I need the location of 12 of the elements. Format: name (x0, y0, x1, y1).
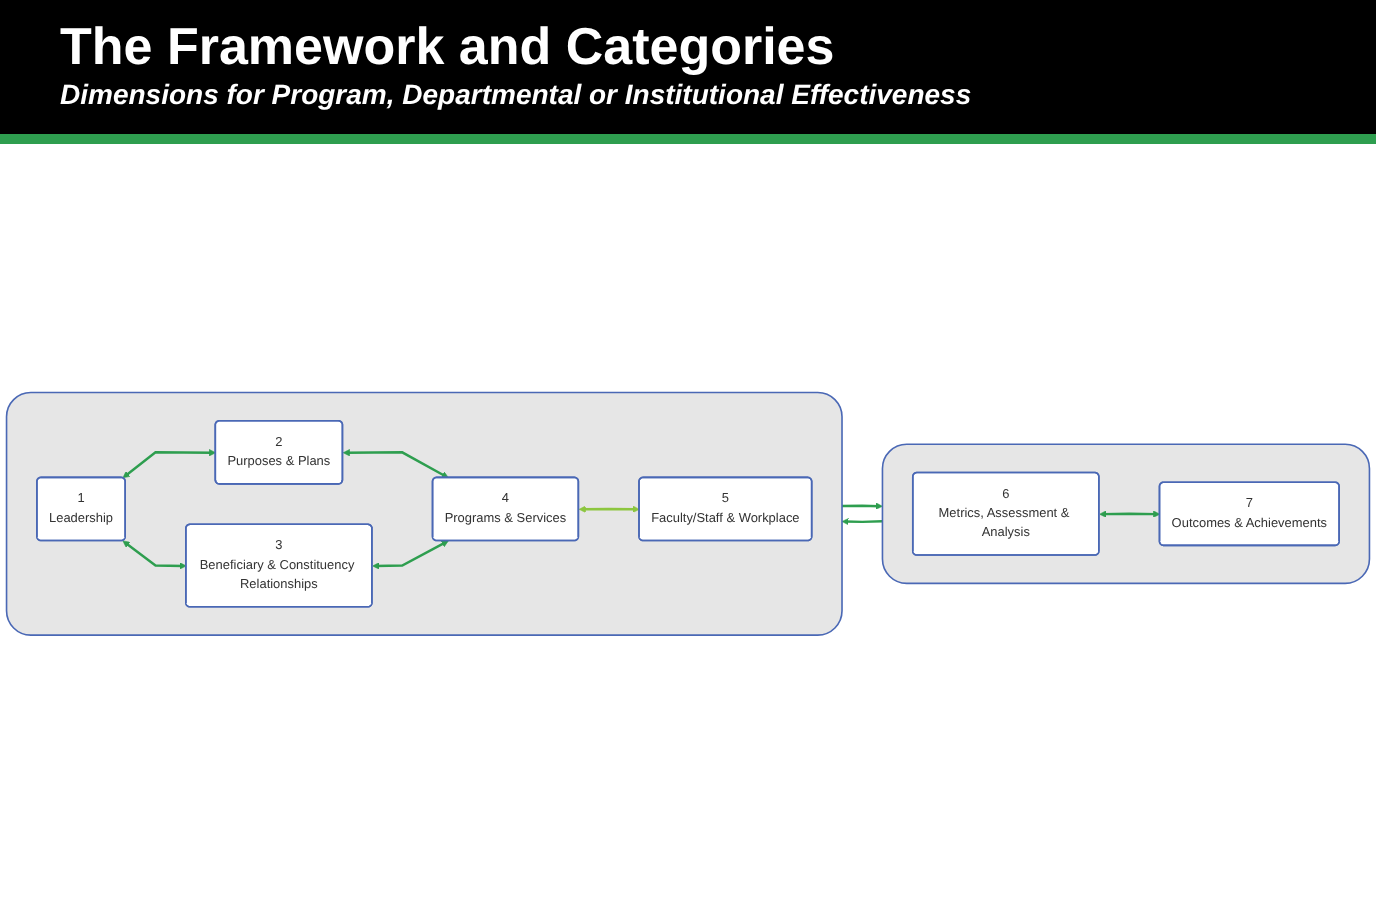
cluster (5, 391, 843, 637)
subtitle: Dimensions for Program, Departmental or Institutional Effectiveness (60, 78, 972, 110)
arrow (342, 449, 449, 479)
title: The Framework and Categories (60, 16, 835, 78)
arrow (122, 540, 187, 570)
arrow (842, 502, 883, 510)
arrow (578, 505, 640, 513)
cluster (881, 443, 1371, 585)
arrow (122, 449, 216, 479)
arrow (841, 518, 883, 526)
arrow (1099, 510, 1161, 518)
arrow (372, 540, 449, 570)
